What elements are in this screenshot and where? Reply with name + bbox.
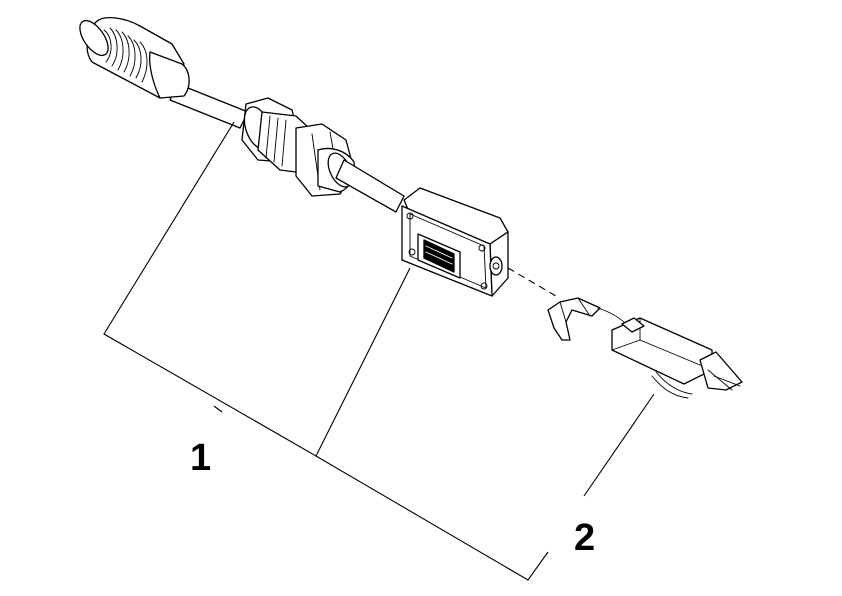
inner-cable [335, 159, 405, 213]
leader-lines [103, 121, 655, 581]
cable-gland [241, 97, 356, 197]
callout-2: 2 [574, 517, 595, 559]
callout-1: 1 [190, 437, 211, 479]
interface-module [401, 187, 509, 297]
retaining-clip [547, 297, 601, 341]
rj45-plug [611, 317, 743, 399]
plug-wire [597, 307, 627, 325]
assembly-line [507, 267, 557, 297]
m12-connector [79, 16, 190, 99]
